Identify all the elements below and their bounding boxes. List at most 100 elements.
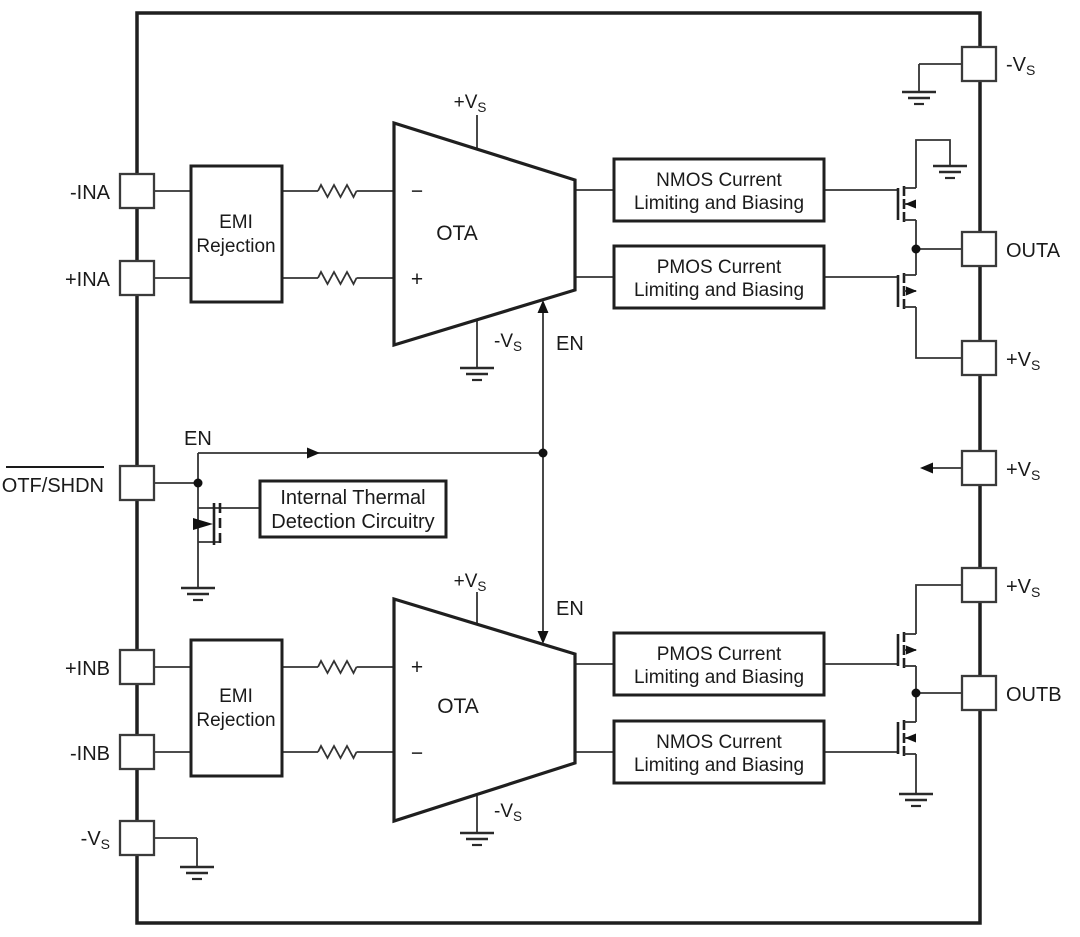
ota-a-minus-input: − xyxy=(411,180,423,203)
ota-a-symbol xyxy=(392,120,577,348)
pin-square-otf-shdn xyxy=(118,464,156,502)
arrowhead-en-right xyxy=(307,447,320,459)
channel-a-wires xyxy=(154,115,962,368)
emi-a-label-line1: EMI xyxy=(219,212,253,233)
ground-symbol-mosfet-a1 xyxy=(933,164,967,180)
ota-b-plus-input: + xyxy=(411,656,423,679)
junction-dot-outa xyxy=(911,244,921,254)
pmos-current-limiting-block-a xyxy=(612,244,826,310)
mosfet-symbol-b2-nmos xyxy=(896,720,916,756)
mosfet-a1-body-arrow xyxy=(905,199,916,209)
mosfet-b2-body-arrow xyxy=(905,733,916,743)
arrowhead-vsplus-mid xyxy=(920,462,933,474)
pin-label-subscript: S xyxy=(1031,467,1040,483)
supply-label-main: +V xyxy=(454,92,478,113)
mosfet-a2-body-arrow xyxy=(906,286,917,296)
pin-label-vsplus-b: +VS xyxy=(1006,576,1040,600)
pin-square-vsplus-a xyxy=(960,339,998,377)
emi-a-label-line2: Rejection xyxy=(196,236,275,257)
mosfet-symbol-thermal xyxy=(193,503,222,545)
pin-square-vsminus-left xyxy=(118,819,156,857)
pmos-b-label-line2: Limiting and Biasing xyxy=(634,667,804,688)
emi-rejection-block-b xyxy=(189,638,284,778)
pin-label-vsplus-a: +VS xyxy=(1006,349,1040,373)
ground-symbol-vsminus-bottom xyxy=(180,865,214,881)
pin-square-vsplus-b xyxy=(960,566,998,604)
thermal-label-line1: Internal Thermal xyxy=(280,487,425,509)
supply-label-subscript: S xyxy=(477,100,486,115)
pin-label-inb-plus: +INB xyxy=(65,658,110,680)
mosfet-symbol-a1-nmos xyxy=(896,186,916,222)
wire-mosfet-a1-drain-to-ground xyxy=(915,139,951,188)
junction-dot-en xyxy=(538,448,548,458)
pin-label-main: -V xyxy=(1006,54,1027,76)
pin-label-main: +V xyxy=(1006,576,1032,598)
emi-b-label-line2: Rejection xyxy=(196,710,275,731)
arrowhead-en-up xyxy=(537,300,549,313)
ota-a-vplus-label: +VS xyxy=(454,92,487,115)
ota-b-vplus-label: +VS xyxy=(454,571,487,594)
pin-label-subscript: S xyxy=(1031,584,1040,600)
pin-label-subscript: S xyxy=(1031,357,1040,373)
pmos-a-label-line1: PMOS Current xyxy=(657,257,782,278)
ground-symbol-vsminus-top xyxy=(902,90,936,106)
nmos-a-label-line2: Limiting and Biasing xyxy=(634,193,804,214)
ground-symbol-ota-b xyxy=(460,831,494,847)
mosfet-b1-body-arrow xyxy=(906,645,917,655)
pin-labels-left: -INA +INA OTF/SHDN +INB -INB -VS xyxy=(2,182,111,852)
ota-a-vminus-label: -VS xyxy=(494,331,522,354)
supply-label-subscript: S xyxy=(513,809,522,824)
pin-label-vsplus-mid: +VS xyxy=(1006,459,1040,483)
pin-label-main: +V xyxy=(1006,349,1032,371)
ota-a-labels: OTA − + +VS -VS xyxy=(411,92,522,354)
en-labels: EN EN EN xyxy=(184,333,584,620)
pin-square-outa xyxy=(960,230,998,268)
internal-thermal-detection-block xyxy=(258,479,448,539)
ota-b-vminus-label: -VS xyxy=(494,801,522,824)
nmos-current-limiting-block-a xyxy=(612,157,826,223)
pin-square-outb xyxy=(960,674,998,712)
pin-label-otf-shdn: OTF/SHDN xyxy=(2,475,104,497)
pin-label-inb-minus: -INB xyxy=(70,743,110,765)
resistor-symbol-b2 xyxy=(317,744,358,760)
pin-label-vsminus-left: -VS xyxy=(81,828,110,852)
pin-labels-right: -VS OUTA +VS +VS +VS OUTB xyxy=(1006,54,1062,706)
shutdown-thermal-wires xyxy=(154,63,962,867)
pin-square-ina-plus xyxy=(118,259,156,297)
pin-square-inb-minus xyxy=(118,733,156,771)
pin-label-main: +V xyxy=(1006,459,1032,481)
supply-label-main: +V xyxy=(454,571,478,592)
ic-boundary xyxy=(135,11,982,925)
en-label-ota-a: EN xyxy=(556,333,584,355)
pmos-b-label-line1: PMOS Current xyxy=(657,644,782,665)
supply-label-subscript: S xyxy=(513,339,522,354)
pin-label-vsminus-top: -VS xyxy=(1006,54,1035,78)
emi-b-label-line1: EMI xyxy=(219,686,253,707)
en-label-shdn: EN xyxy=(184,428,212,450)
ota-b-minus-input: − xyxy=(411,742,423,765)
wire-mosfet-b1-source-to-vsplus xyxy=(915,584,962,634)
nmos-current-limiting-block-b xyxy=(612,719,826,785)
pmos-current-limiting-block-b xyxy=(612,631,826,697)
ota-b-symbol xyxy=(392,596,577,824)
block-labels: EMI Rejection EMI Rejection NMOS Current… xyxy=(196,170,804,776)
pin-label-outb: OUTB xyxy=(1006,684,1062,706)
resistor-symbol-a1 xyxy=(317,183,358,199)
nmos-b-label-line1: NMOS Current xyxy=(656,732,782,753)
en-label-ota-b: EN xyxy=(556,598,584,620)
pin-label-outa: OUTA xyxy=(1006,240,1061,262)
pin-label-subscript: S xyxy=(101,836,110,852)
nmos-a-label-line1: NMOS Current xyxy=(656,170,782,191)
channel-b-wires xyxy=(154,584,962,833)
ota-b-label: OTA xyxy=(437,695,479,718)
pin-square-vsminus-top xyxy=(960,45,998,83)
arrowhead-en-down xyxy=(537,631,549,644)
ground-symbol-ota-a xyxy=(460,366,494,382)
en-net xyxy=(197,300,549,644)
ground-symbol-thermal xyxy=(181,586,215,602)
pins-right-squares xyxy=(960,45,998,712)
mosfet-symbol-a2-pmos xyxy=(896,273,917,309)
thermal-label-line2: Detection Circuitry xyxy=(271,511,434,533)
